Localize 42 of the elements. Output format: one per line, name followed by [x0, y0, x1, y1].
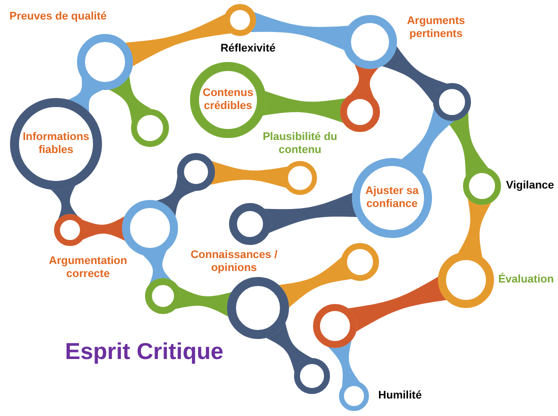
ring-node: [177, 153, 215, 191]
connector: [156, 175, 196, 217]
connector: [108, 76, 152, 123]
ring-node: [229, 203, 271, 245]
node-label: Réflexivité: [220, 42, 276, 56]
node-label: Plausibilité du contenu: [262, 131, 338, 157]
ring-node: [145, 278, 181, 314]
node-label: Évaluation: [498, 274, 554, 286]
ring-node: [54, 214, 86, 246]
connector: [350, 64, 379, 98]
node-label: Preuves de qualité: [9, 10, 107, 24]
node-label: Contenus crédibles: [202, 87, 254, 113]
connector: [278, 256, 352, 308]
connector: [458, 198, 492, 258]
node-label: Argumentation correcte: [48, 255, 128, 281]
ring-node: [341, 243, 379, 281]
connector: [262, 90, 346, 123]
ring-node: [131, 109, 169, 147]
connector: [250, 12, 349, 50]
node-label: Connaissances / opinions: [190, 249, 278, 275]
connector: [382, 46, 448, 104]
connector: [125, 14, 232, 66]
ring-node: [340, 92, 380, 132]
connector: [266, 322, 312, 372]
node-label: Arguments pertinents: [406, 15, 466, 41]
node-label: Informations fiables: [22, 131, 90, 157]
node-label: Vigilance: [506, 180, 554, 192]
connector: [402, 108, 455, 173]
connector: [264, 192, 358, 234]
connector: [175, 286, 232, 317]
connector: [82, 216, 126, 242]
connector: [68, 77, 103, 113]
ring-node: [313, 304, 357, 348]
connector: [328, 340, 360, 388]
diagram-title: Esprit Critique: [65, 338, 224, 365]
ring-node: [294, 358, 330, 394]
connector: [50, 186, 78, 220]
connector: [210, 160, 288, 188]
node-label: Humilité: [378, 390, 422, 402]
connector: [142, 250, 172, 285]
connector: [348, 276, 447, 332]
node-label: Ajuster sa confiance: [364, 185, 420, 211]
